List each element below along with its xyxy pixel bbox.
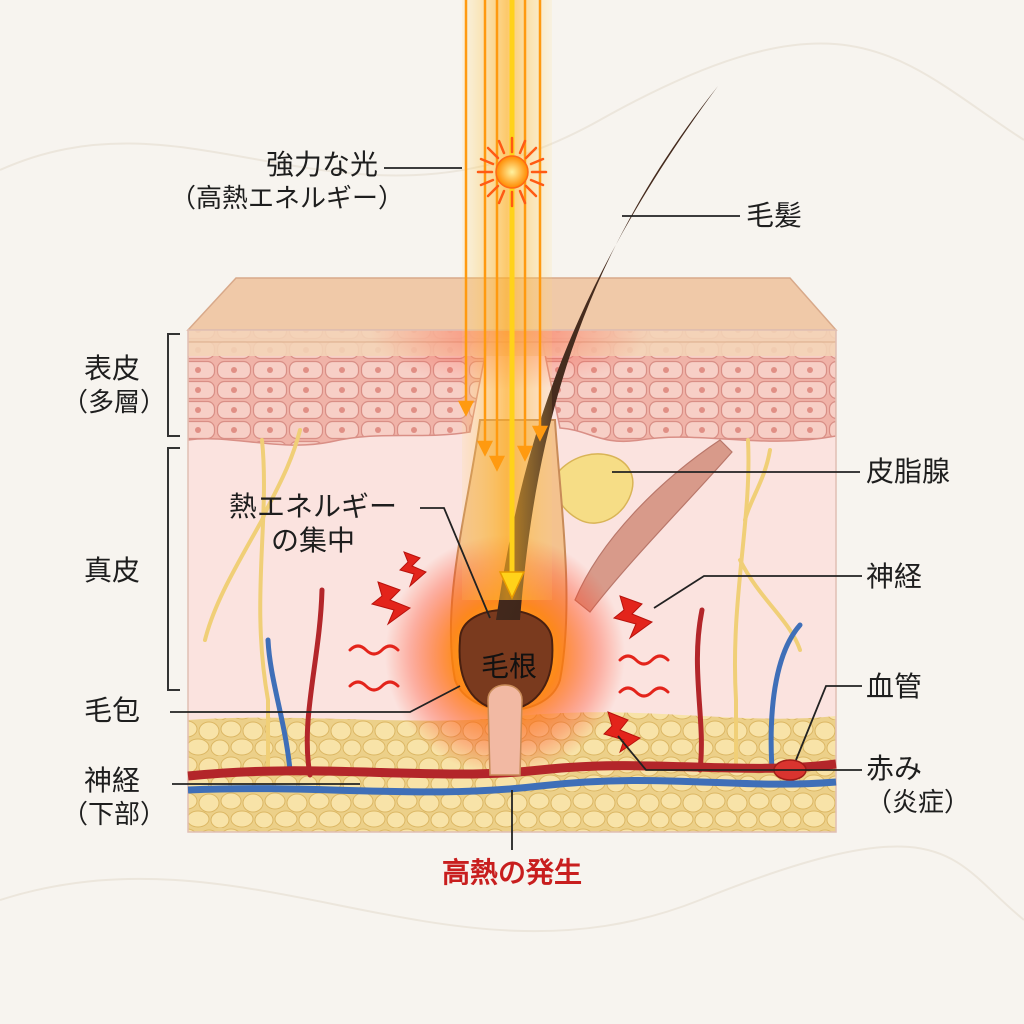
dermis-label: 真皮	[83, 554, 140, 587]
dermal-vessels	[265, 587, 803, 778]
redness-label: 赤み （炎症）	[866, 752, 970, 820]
ray-arrow-head	[457, 400, 475, 417]
heat-wave-icon	[618, 654, 670, 666]
hair-root-label: 毛根	[480, 650, 537, 683]
light-rays	[457, 0, 549, 472]
epidermis-layer	[188, 330, 836, 446]
lightning-icon	[603, 711, 642, 754]
heat-wave-icon	[348, 644, 400, 656]
leader-redness	[617, 735, 862, 771]
leader-nerve	[653, 575, 862, 609]
nerve-fiber	[203, 518, 264, 642]
lightning-icon	[399, 551, 427, 588]
leader-follicle	[170, 685, 461, 713]
sebaceous-gland-label: 皮脂腺	[866, 455, 951, 488]
redness-label-line1: 赤み	[866, 752, 923, 785]
heat-wave-icons	[348, 644, 670, 698]
epidermis-label: 表皮 （多層）	[62, 352, 167, 420]
nerve-lower-label: 神経 （下部）	[62, 764, 167, 832]
deep-artery	[187, 759, 837, 781]
background-swirl	[0, 42, 1024, 177]
vein-branch	[768, 622, 803, 773]
layer-brackets	[167, 333, 180, 691]
heat-generation-label: 高熱の発生	[441, 856, 582, 889]
heat-focus-label-line2: の集中	[270, 524, 355, 557]
heat-focus-label-line1: 熱エネルギー	[228, 490, 397, 523]
deep-vein	[187, 776, 837, 796]
ray-arrow-head	[476, 440, 494, 457]
dermal-papilla	[487, 684, 523, 776]
heat-wave-icon	[348, 680, 400, 692]
nerve-fiber	[743, 448, 772, 522]
nerve-fibers	[203, 428, 802, 772]
epidermis-bracket	[167, 333, 180, 437]
artery-branch	[694, 607, 705, 773]
background-swirl	[0, 845, 1024, 933]
redness-label-line2: （炎症）	[866, 788, 971, 818]
artery-branch	[304, 587, 325, 778]
vein-branch	[265, 637, 293, 773]
lightning-icon	[612, 595, 654, 640]
nerve-fiber	[738, 558, 802, 652]
ray-arrow-head	[531, 425, 549, 442]
nerve-label: 神経	[866, 560, 923, 593]
nerve-lower-label-line2: （下部）	[62, 800, 167, 830]
sun-burst-icon	[476, 136, 548, 208]
light-label-line1: 強力な光	[265, 148, 378, 181]
light-beam	[462, 0, 552, 600]
nerve-lower-label-line1: 神経	[83, 764, 140, 797]
dermis-bracket	[167, 447, 180, 691]
nerve-fiber	[258, 438, 270, 772]
nerve-fiber	[732, 438, 751, 772]
heat-focus-label: 熱エネルギー の集中	[208, 490, 418, 558]
heat-wave-icon	[618, 686, 670, 698]
leader-lines	[170, 167, 862, 850]
leader-heat-focus	[420, 507, 491, 619]
pain-lightning-icons	[370, 551, 654, 754]
arrector-muscle	[574, 439, 733, 613]
light-label: 強力な光 （高熱エネルギー）	[170, 148, 405, 216]
lightning-icon	[370, 581, 412, 626]
main-ray-arrow	[498, 571, 526, 600]
ray-arrow-head	[488, 455, 506, 472]
blood-vessel-label: 血管	[866, 670, 923, 703]
ray-arrow-head	[516, 445, 534, 462]
light-label-line2: （高熱エネルギー）	[170, 184, 405, 214]
leader-blood-vessel	[795, 685, 862, 761]
follicle-label: 毛包	[83, 694, 140, 727]
nerve-fiber	[260, 428, 302, 522]
epidermis-label-line2: （多層）	[62, 388, 167, 418]
hair-label: 毛髪	[746, 199, 803, 232]
epidermis-label-line1: 表皮	[83, 352, 140, 385]
